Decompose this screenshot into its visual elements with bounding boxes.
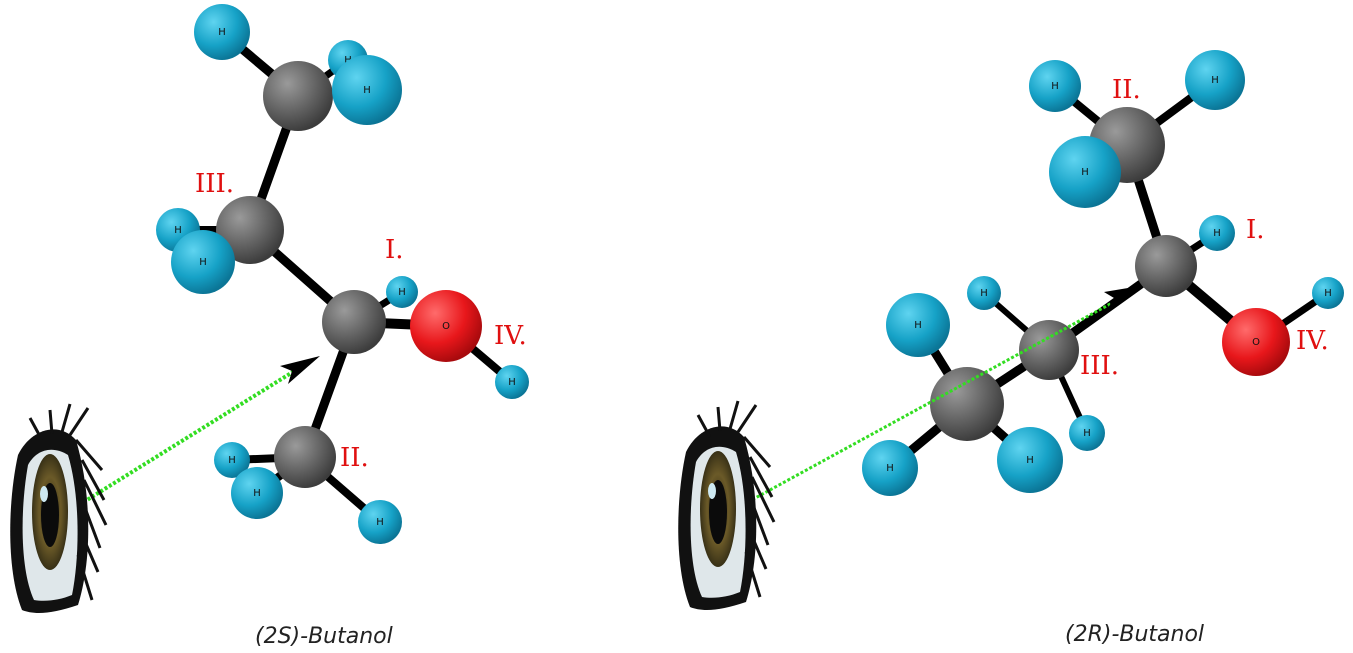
- hydrogen-atom: [332, 55, 402, 125]
- hydrogen-atom: [171, 230, 235, 294]
- sightline: [725, 301, 1113, 516]
- atoms-2s: H H H H H H O H H H H: [156, 4, 529, 544]
- hydrogen-atom-label: H: [218, 27, 226, 38]
- hydrogen-atom: [214, 442, 250, 478]
- atoms-2r: H H H H H O H H H H H: [862, 50, 1344, 496]
- priority-label-i: I.: [385, 235, 404, 265]
- stereocenter-carbon-atom: [322, 290, 386, 354]
- hydrogen-atom-label: H: [174, 225, 182, 236]
- molecule-caption: (2S)-Butanol: [255, 624, 393, 649]
- hydrogen-atom: [1199, 215, 1235, 251]
- sightline: [56, 368, 298, 520]
- hydrogen-atom-label: H: [1051, 81, 1059, 92]
- hydrogen-atom-label: H: [1324, 288, 1332, 299]
- priority-label-iv: IV.: [1296, 326, 1329, 356]
- hydrogen-atom: [997, 427, 1063, 493]
- oxygen-atom-label: O: [442, 321, 450, 332]
- priority-label-ii: II.: [1112, 75, 1141, 105]
- eye-icon: [678, 400, 776, 610]
- hydrogen-atom: [231, 467, 283, 519]
- hydrogen-atom-label: H: [508, 377, 516, 388]
- hydrogen-atom-label: H: [1083, 428, 1091, 439]
- hydrogen-atom-label: H: [199, 257, 207, 268]
- hydrogen-atom: [967, 276, 1001, 310]
- hydrogen-atom: [194, 4, 250, 60]
- priority-label-iv: IV.: [494, 321, 527, 351]
- view-arrowhead: [1104, 286, 1140, 308]
- hydrogen-atom-label: H: [253, 488, 261, 499]
- hydrogen-atom-label: H: [1213, 228, 1221, 239]
- carbon-atom: [930, 367, 1004, 441]
- view-arrowhead: [280, 356, 320, 384]
- hydrogen-atom: [495, 365, 529, 399]
- hydrogen-atom: [358, 500, 402, 544]
- priority-label-i: I.: [1246, 215, 1265, 245]
- hydrogen-atom-label: H: [1211, 75, 1219, 86]
- priority-label-ii: II.: [340, 443, 369, 473]
- stereocenter-carbon-atom: [1135, 235, 1197, 297]
- carbon-atom: [274, 426, 336, 488]
- hydrogen-atom: [862, 440, 918, 496]
- hydrogen-atom-label: H: [1081, 167, 1089, 178]
- carbon-atom: [1019, 320, 1079, 380]
- hydrogen-atom-label: H: [980, 288, 988, 299]
- molecule-2s-butanol: H H H H H H O H H H H III: [10, 4, 529, 649]
- hydrogen-atom: [1312, 277, 1344, 309]
- hydrogen-atom-label: H: [914, 320, 922, 331]
- priority-label-iii: III.: [1080, 351, 1119, 381]
- hydrogen-atom: [886, 293, 950, 357]
- eye-icon: [10, 403, 108, 613]
- hydrogen-atom: [1029, 60, 1081, 112]
- hydrogen-atom-label: H: [344, 55, 352, 66]
- hydrogen-atom-label: H: [1026, 455, 1034, 466]
- hydrogen-atom: [1185, 50, 1245, 110]
- carbon-atom: [216, 196, 284, 264]
- oxygen-atom: [1222, 308, 1290, 376]
- hydrogen-atom-label: H: [398, 287, 406, 298]
- hydrogen-atom: [386, 276, 418, 308]
- molecule-2r-butanol: H H H H H O H H H H H II. I: [678, 50, 1344, 647]
- priority-label-iii: III.: [195, 169, 234, 199]
- hydrogen-atom-label: H: [363, 85, 371, 96]
- oxygen-atom-label: O: [1252, 337, 1260, 348]
- hydrogen-atom-label: H: [376, 517, 384, 528]
- hydrogen-atom-label: H: [886, 463, 894, 474]
- hydrogen-atom-label: H: [228, 455, 236, 466]
- molecule-caption: (2R)-Butanol: [1065, 622, 1204, 647]
- carbon-atom: [263, 61, 333, 131]
- hydrogen-atom: [1049, 136, 1121, 208]
- hydrogen-atom: [1069, 415, 1105, 451]
- oxygen-atom: [410, 290, 482, 362]
